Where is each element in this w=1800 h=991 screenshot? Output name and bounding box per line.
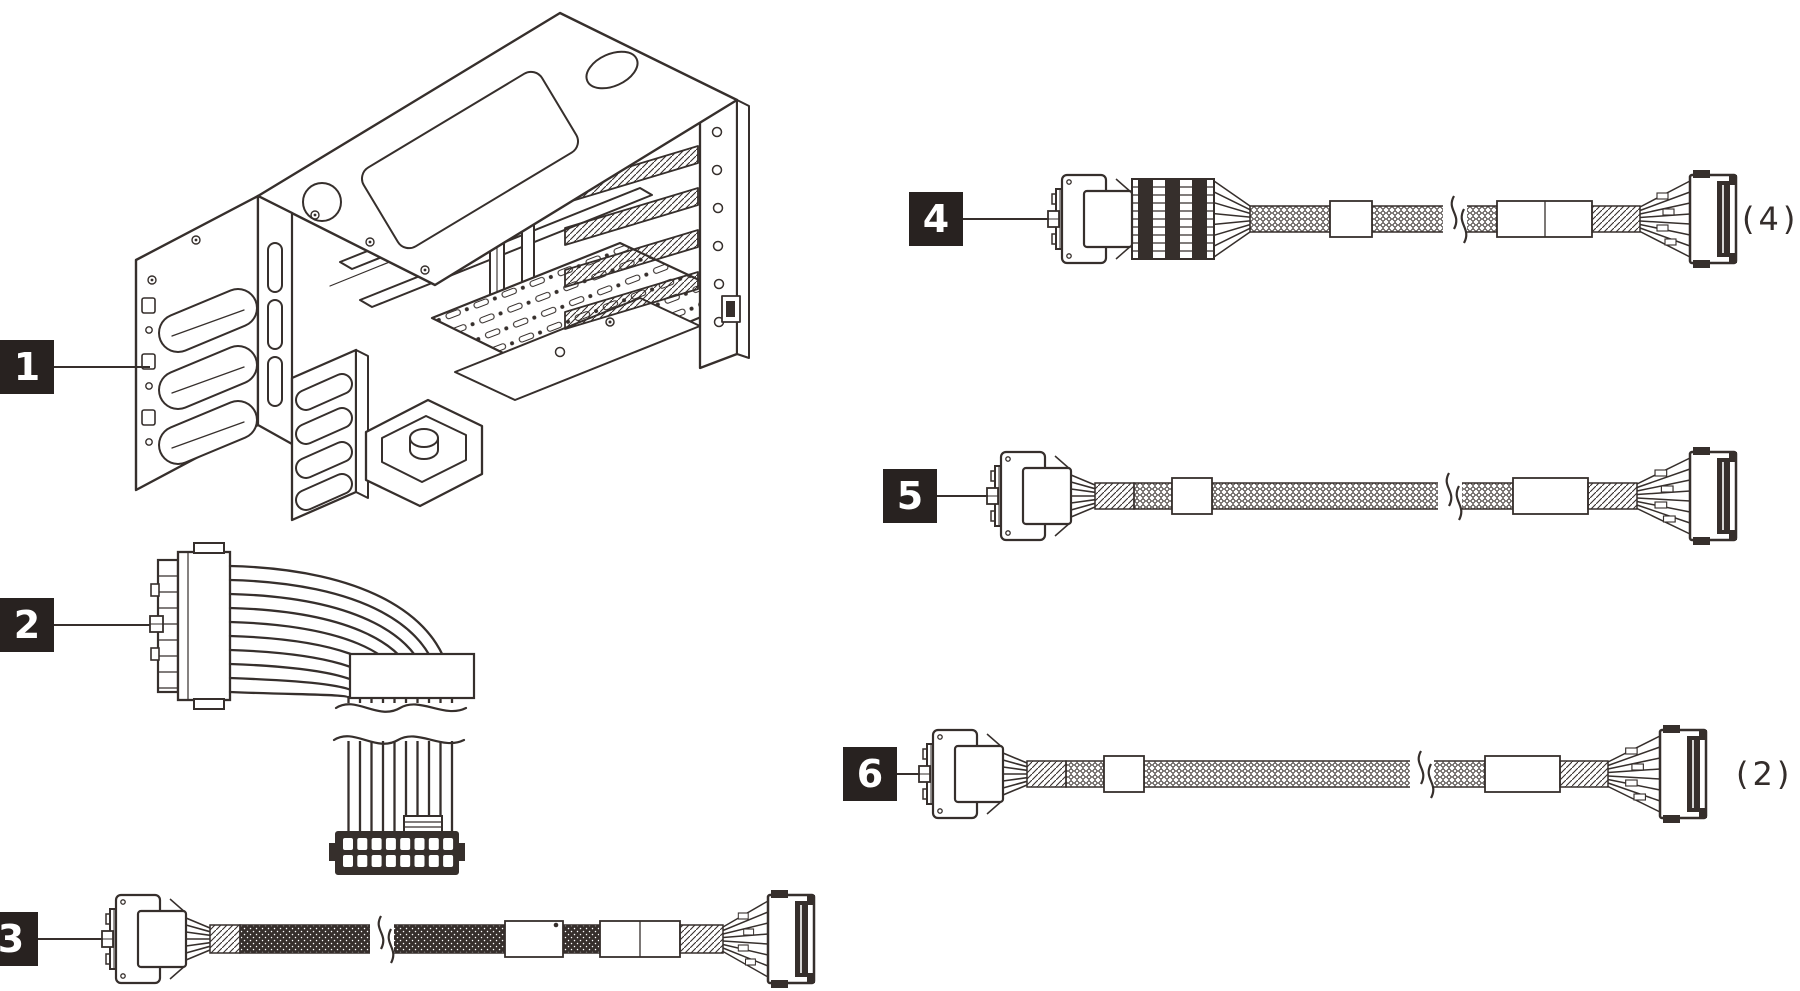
callout-6: 6 bbox=[843, 747, 897, 801]
callout-5: 5 bbox=[883, 469, 937, 523]
power-cable-illustration bbox=[149, 542, 476, 875]
cable-5-illustration bbox=[985, 445, 1739, 547]
callout-4-number: 4 bbox=[922, 197, 950, 241]
callout-5-number: 5 bbox=[896, 474, 924, 518]
callout-3: 3 bbox=[0, 912, 38, 966]
callout-6-number: 6 bbox=[856, 752, 884, 796]
cable-6-quantity: (2) bbox=[1736, 755, 1794, 793]
callout-2: 2 bbox=[0, 598, 54, 652]
cable-4-illustration bbox=[1046, 168, 1739, 270]
callout-2-number: 2 bbox=[13, 603, 41, 647]
cable-3-illustration bbox=[100, 888, 817, 990]
callout-1-number: 1 bbox=[13, 345, 41, 389]
callout-4: 4 bbox=[909, 192, 963, 246]
callout-1: 1 bbox=[0, 340, 54, 394]
riser-cage-illustration bbox=[134, 11, 750, 522]
cable-4-quantity: (4) bbox=[1742, 200, 1800, 238]
callout-3-number: 3 bbox=[0, 917, 25, 961]
cable-6-illustration bbox=[917, 723, 1709, 825]
leader-lines bbox=[38, 218, 1049, 940]
